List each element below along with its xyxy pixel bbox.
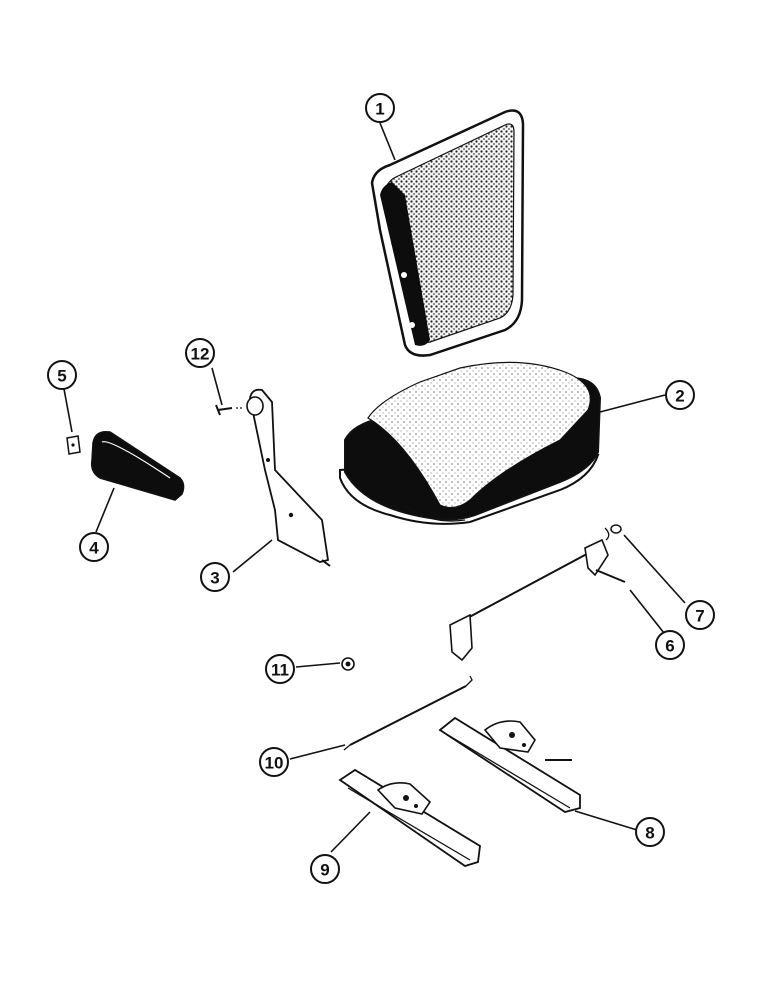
screw bbox=[215, 404, 244, 416]
callout-circle bbox=[47, 360, 77, 390]
nut bbox=[341, 657, 355, 671]
callout-10-link-rod: 10 bbox=[259, 747, 289, 777]
callout-circle bbox=[635, 817, 665, 847]
callout-circle bbox=[265, 654, 295, 684]
link-rod bbox=[343, 675, 473, 751]
callout-1-seat-back-cushion: 1 bbox=[365, 93, 395, 123]
callout-number: 7 bbox=[695, 607, 704, 626]
callout-number: 5 bbox=[57, 367, 66, 386]
callout-number: 12 bbox=[191, 345, 210, 364]
callout-number: 8 bbox=[645, 824, 654, 843]
callout-circle bbox=[310, 854, 340, 884]
callout-number: 9 bbox=[320, 861, 329, 880]
callout-8-seat-slide-right: 8 bbox=[635, 817, 665, 847]
callout-9-seat-slide-left: 9 bbox=[310, 854, 340, 884]
callout-2-seat-cushion: 2 bbox=[665, 380, 695, 410]
callout-number: 2 bbox=[675, 387, 684, 406]
adjuster-rod bbox=[449, 527, 626, 662]
callout-12-screw: 12 bbox=[185, 338, 215, 368]
callout-number: 4 bbox=[89, 539, 99, 558]
callout-7-nut: 7 bbox=[685, 600, 715, 630]
callout-5-plate: 5 bbox=[47, 360, 77, 390]
armrest bbox=[90, 430, 185, 501]
seat-slide-left bbox=[338, 768, 481, 867]
seat-cushion bbox=[339, 361, 602, 525]
callout-circle bbox=[79, 532, 109, 562]
callout-circle bbox=[200, 562, 230, 592]
seat-back-cushion bbox=[370, 109, 525, 357]
callout-number: 6 bbox=[665, 637, 674, 656]
callout-number: 10 bbox=[265, 754, 284, 773]
callout-circle bbox=[655, 630, 685, 660]
callout-circle bbox=[685, 600, 715, 630]
callout-number: 1 bbox=[375, 100, 384, 119]
callout-circle bbox=[665, 380, 695, 410]
callout-3-bracket: 3 bbox=[200, 562, 230, 592]
nut bbox=[610, 524, 622, 534]
callout-6-adjuster-rod: 6 bbox=[655, 630, 685, 660]
callout-circle bbox=[365, 93, 395, 123]
callout-11-nut: 11 bbox=[265, 654, 295, 684]
callout-number: 3 bbox=[210, 569, 219, 588]
callout-4-armrest: 4 bbox=[79, 532, 109, 562]
bracket bbox=[246, 388, 331, 567]
seat-slide-right bbox=[438, 716, 581, 813]
callout-circle bbox=[185, 338, 215, 368]
callout-circle bbox=[259, 747, 289, 777]
leader-lines bbox=[63, 122, 686, 853]
plate bbox=[66, 435, 81, 455]
callout-number: 11 bbox=[271, 661, 289, 680]
